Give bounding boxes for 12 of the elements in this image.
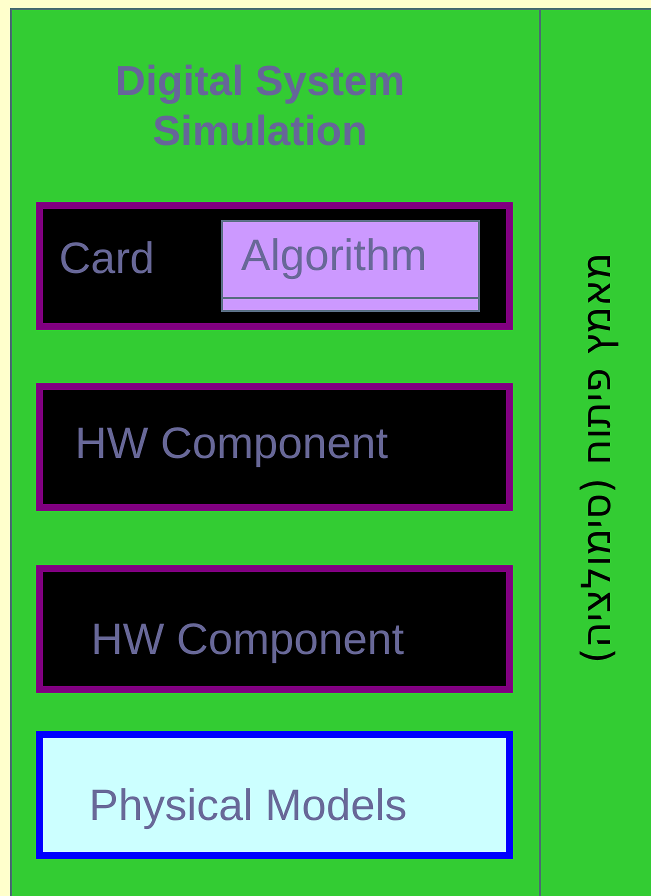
card-box — [36, 202, 513, 330]
algorithm-box — [221, 220, 480, 312]
box-label: Algorithm — [241, 234, 427, 278]
card-box — [36, 383, 513, 511]
box-label: Physical Models — [89, 784, 407, 828]
box-label: HW Component — [75, 422, 388, 466]
models-box — [36, 731, 513, 859]
vertical-label: מאמץ פיתוח (סימולציה) — [573, 252, 621, 664]
title: Digital System Simulation — [114, 56, 406, 156]
box-label: HW Component — [91, 618, 404, 662]
card-box — [36, 565, 513, 693]
box-label: Card — [59, 237, 154, 281]
